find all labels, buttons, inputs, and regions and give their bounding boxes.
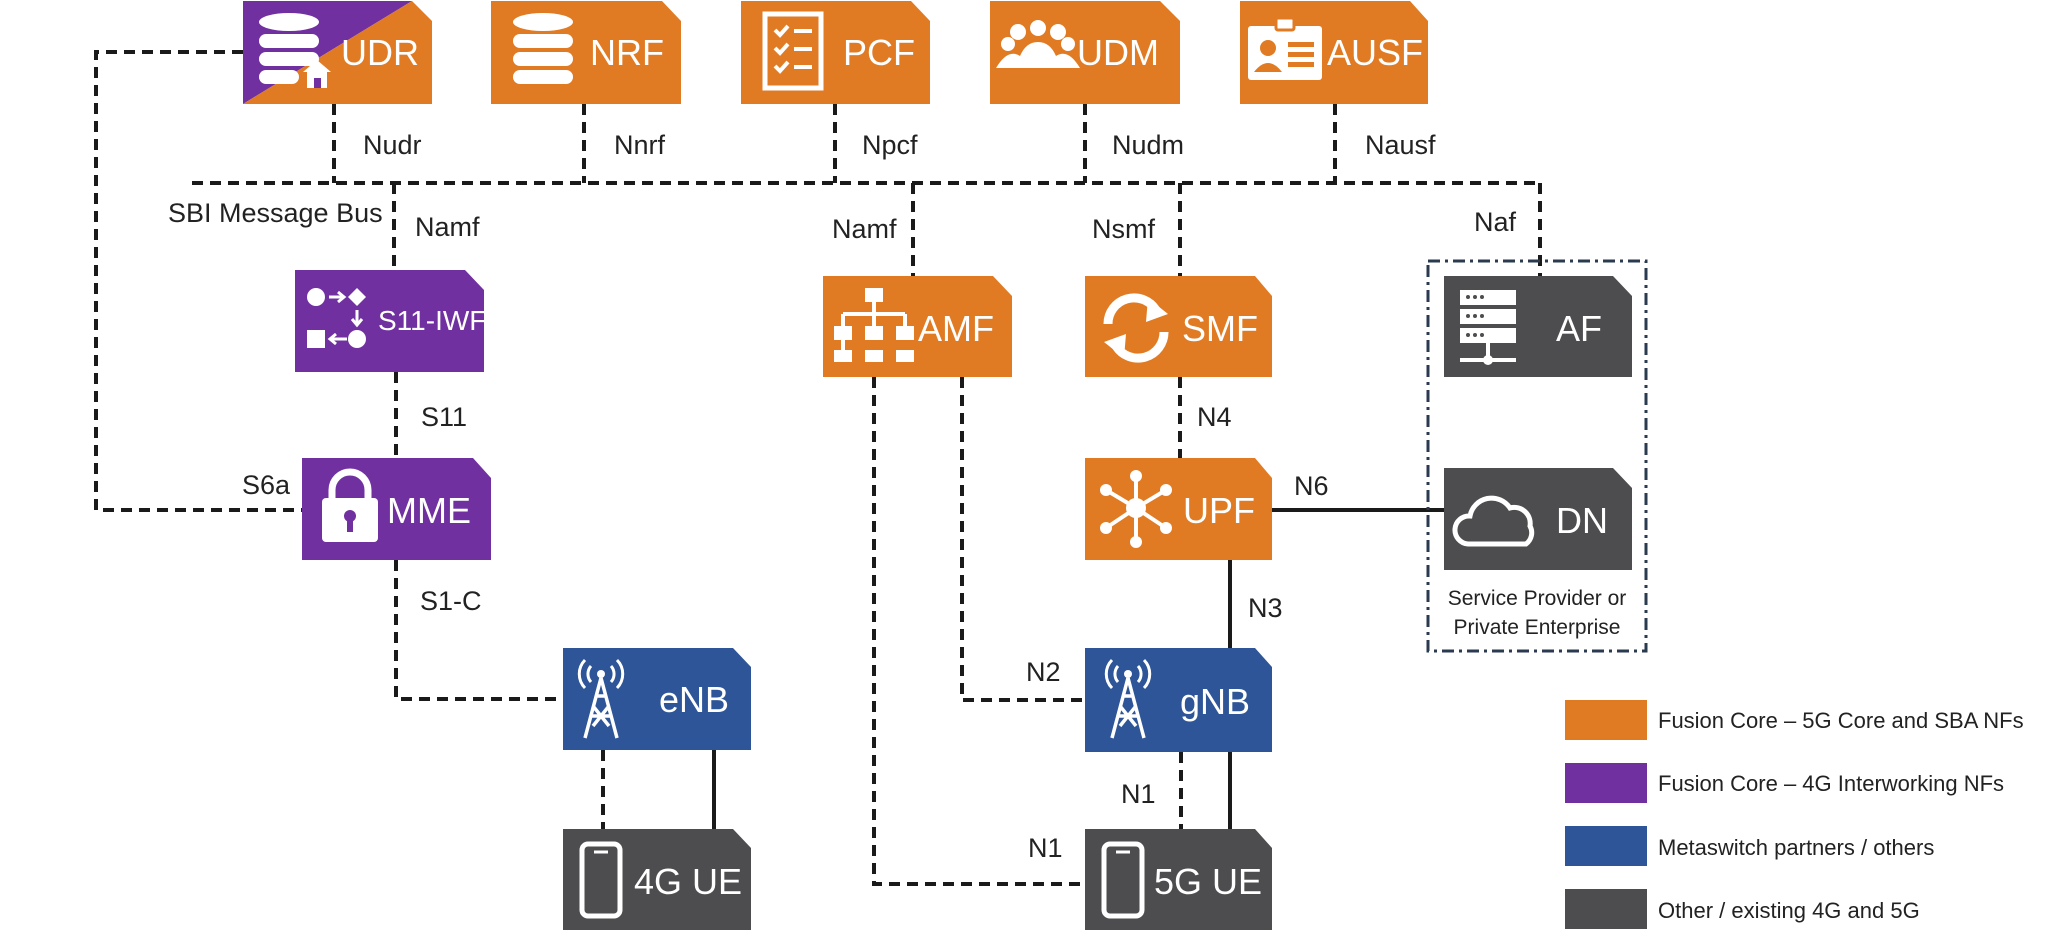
workflow-icon [307, 288, 366, 348]
s11-iwf-node[interactable]: S11-IWF [295, 270, 486, 372]
n1-lower-label: N1 [1028, 833, 1063, 863]
enb-label: eNB [659, 679, 729, 720]
udr-node[interactable]: UDR [243, 1, 432, 104]
legend-swatch-blue [1565, 826, 1647, 866]
n2-label: N2 [1026, 657, 1061, 687]
nudm-label: Nudm [1112, 130, 1184, 160]
hierarchy-icon [834, 288, 914, 362]
gnb-node[interactable]: gNB [1085, 648, 1272, 752]
legend-item-5g-core: Fusion Core – 5G Core and SBA NFs [1565, 700, 2024, 740]
n3-label: N3 [1248, 593, 1283, 623]
legend-swatch-orange [1565, 700, 1647, 740]
ausf-label: AUSF [1327, 32, 1423, 73]
checklist-icon [762, 11, 824, 91]
enb-node[interactable]: eNB [563, 648, 751, 750]
nrf-node[interactable]: NRF [491, 1, 681, 104]
legend-swatch-purple [1565, 763, 1647, 803]
database-icon [513, 13, 573, 84]
nausf-label: Nausf [1365, 130, 1436, 160]
legend-label-partners: Metaswitch partners / others [1658, 835, 1934, 860]
upf-node[interactable]: UPF [1085, 458, 1272, 560]
legend-item-existing: Other / existing 4G and 5G [1565, 889, 1920, 929]
interface-labels: Nudr Nnrf Npcf Nudm Nausf SBI Message Bu… [168, 130, 1517, 863]
af-node[interactable]: AF [1444, 276, 1632, 377]
amf-label: AMF [918, 308, 994, 349]
legend: Fusion Core – 5G Core and SBA NFs Fusion… [1565, 700, 2024, 929]
s6a-link [94, 50, 302, 512]
nsmf-label: Nsmf [1092, 214, 1155, 244]
legend-label-existing: Other / existing 4G and 5G [1658, 898, 1920, 923]
smartphone-icon [579, 841, 623, 919]
n4-label: N4 [1197, 402, 1232, 432]
s11-label: S11 [421, 402, 467, 432]
ue-5g-box [1085, 829, 1272, 930]
af-label: AF [1556, 308, 1602, 349]
smartphone-icon [1101, 841, 1145, 919]
dn-node[interactable]: DN [1444, 468, 1632, 570]
sbi-message-bus-label: SBI Message Bus [168, 198, 383, 228]
hub-network-icon [1100, 470, 1172, 548]
cloud-icon [1452, 495, 1535, 547]
smf-node[interactable]: SMF [1085, 276, 1272, 377]
ue-5g-label: 5G UE [1154, 861, 1262, 902]
dn-label: DN [1556, 500, 1608, 541]
npcf-label: Npcf [862, 130, 918, 160]
n1-upper-label: N1 [1121, 779, 1156, 809]
legend-swatch-grey [1565, 889, 1647, 929]
mme-node[interactable]: MME [302, 458, 491, 560]
enterprise-line2: Private Enterprise [1454, 616, 1621, 639]
ausf-node[interactable]: AUSF [1240, 1, 1428, 104]
ue-5g-node[interactable]: 5G UE [1085, 829, 1272, 930]
udr-label: UDR [341, 32, 419, 73]
gnb-label: gNB [1180, 681, 1250, 722]
legend-item-4g-interworking: Fusion Core – 4G Interworking NFs [1565, 763, 2004, 803]
database-home-icon [259, 13, 331, 88]
nudr-label: Nudr [363, 130, 422, 160]
antenna-tower-icon [577, 658, 625, 739]
nnrf-label: Nnrf [614, 130, 666, 160]
s6a-label: S6a [242, 470, 291, 500]
mme-label: MME [387, 490, 471, 531]
amf-node[interactable]: AMF [823, 276, 1012, 377]
udm-label: UDM [1077, 32, 1159, 73]
nrf-label: NRF [590, 32, 664, 73]
server-rack-icon [1460, 290, 1516, 365]
padlock-icon [322, 468, 378, 542]
ue-4g-node[interactable]: 4G UE [563, 829, 751, 930]
enterprise-line1: Service Provider or [1448, 587, 1627, 610]
enterprise-boundary [1426, 259, 1648, 653]
id-card-icon [1248, 16, 1322, 80]
legend-label-5g-core: Fusion Core – 5G Core and SBA NFs [1658, 708, 2024, 733]
refresh-cycle-icon [1103, 293, 1169, 363]
ue-4g-box [563, 829, 751, 930]
naf-label: Naf [1474, 207, 1517, 237]
udm-node[interactable]: UDM [990, 1, 1180, 104]
pcf-node[interactable]: PCF [741, 1, 930, 104]
upf-label: UPF [1183, 490, 1255, 531]
ue-4g-label: 4G UE [634, 861, 742, 902]
people-group-icon [996, 20, 1080, 68]
smf-label: SMF [1182, 308, 1258, 349]
legend-label-4g-interworking: Fusion Core – 4G Interworking NFs [1658, 771, 2004, 796]
antenna-tower-icon [1104, 658, 1152, 739]
n2-link [960, 377, 1085, 702]
connection-lines [94, 50, 1648, 886]
n6-label: N6 [1294, 471, 1329, 501]
namf-left-label: Namf [415, 212, 480, 242]
n1-amf-link [872, 377, 1085, 886]
s1c-label: S1-C [420, 586, 482, 616]
pcf-label: PCF [843, 32, 915, 73]
s11-iwf-label: S11-IWF [378, 305, 486, 336]
upf-box [1085, 458, 1272, 560]
legend-item-partners: Metaswitch partners / others [1565, 826, 1934, 866]
s1c-link [394, 560, 563, 701]
namf-mid-label: Namf [832, 214, 897, 244]
